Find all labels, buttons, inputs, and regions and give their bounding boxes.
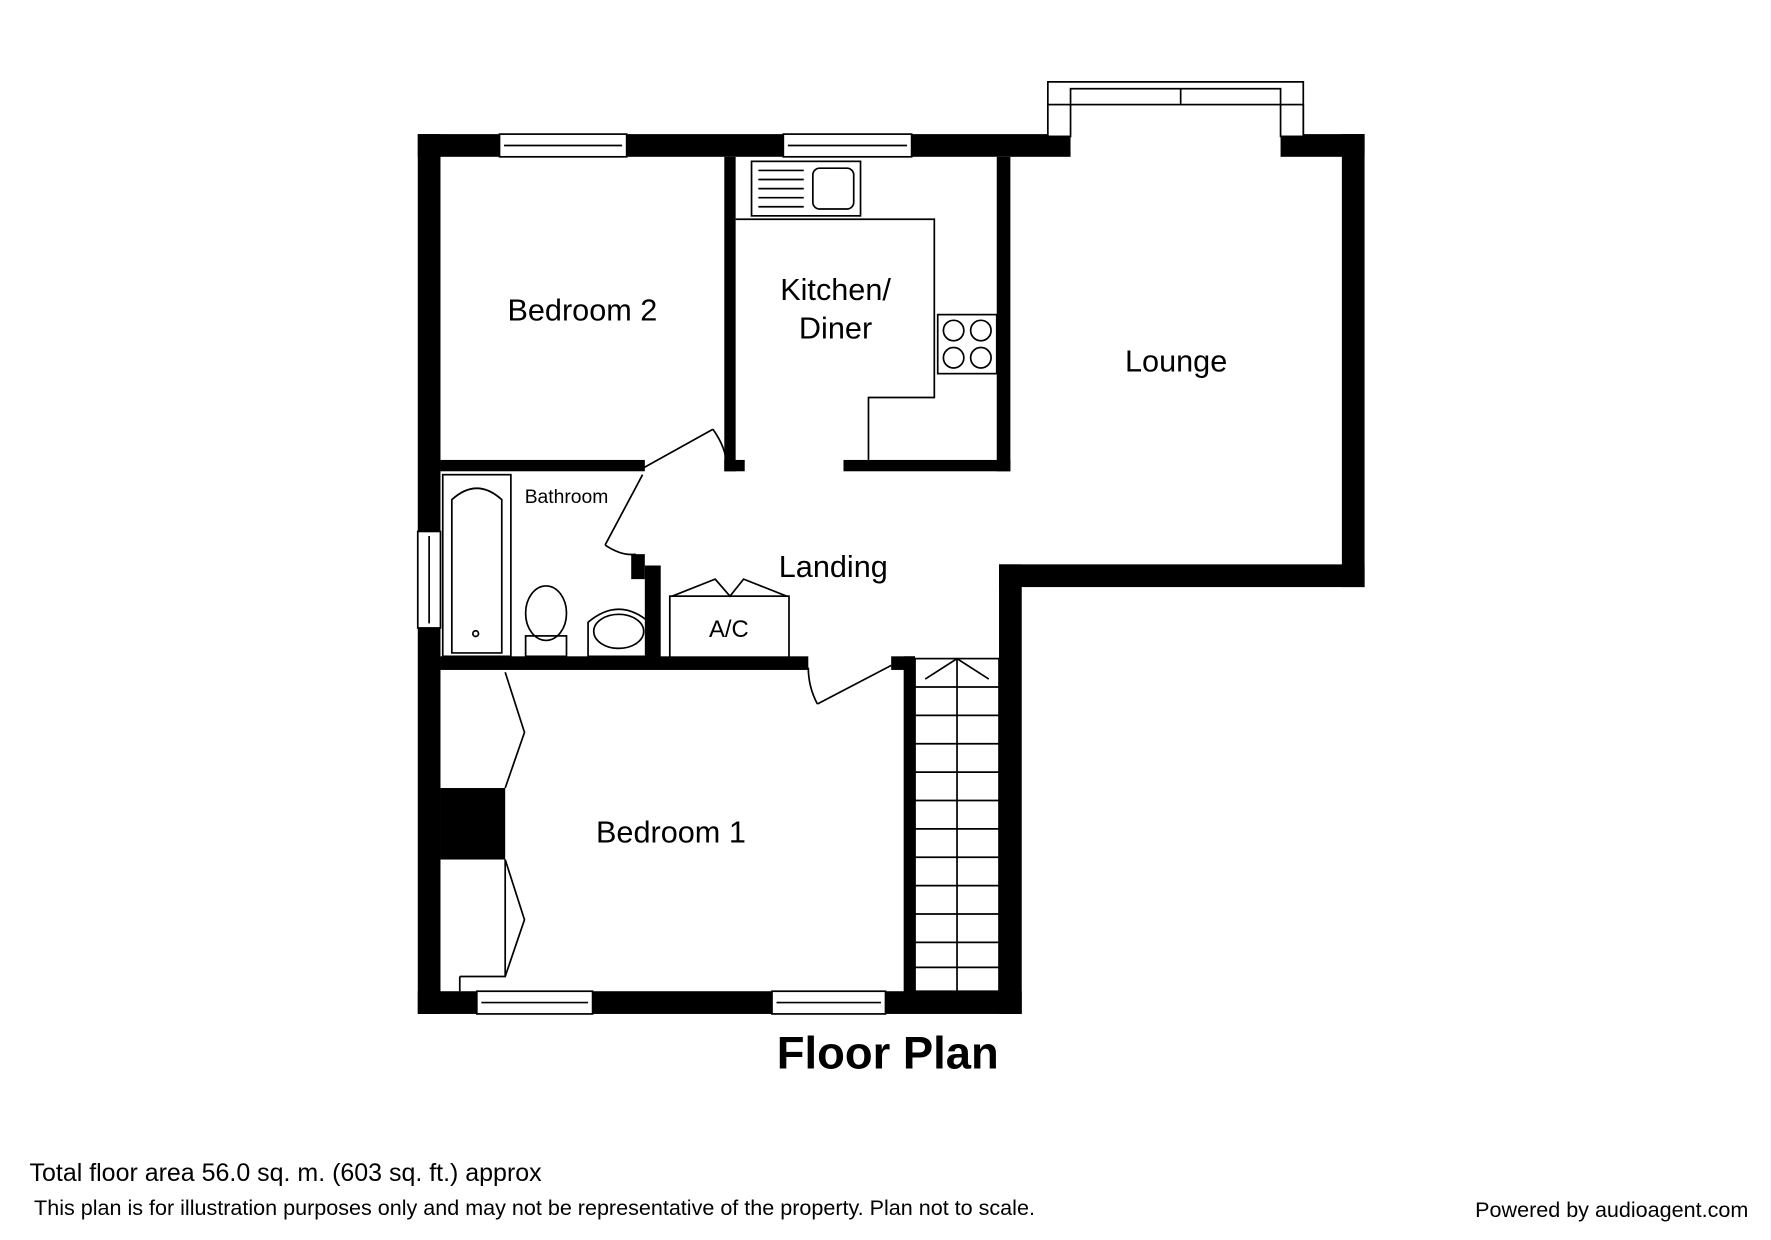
label-ac: A/C [709, 616, 749, 643]
label-lounge: Lounge [1125, 344, 1227, 378]
powered-by: Powered by audioagent.com [1475, 1197, 1748, 1222]
disclaimer: This plan is for illustration purposes o… [34, 1195, 1035, 1220]
label-kitchen-2: Diner [799, 311, 872, 345]
bath-icon [441, 473, 512, 658]
room-labels: Bedroom 2 Kitchen/ Diner Lounge Bathroom… [30, 273, 1749, 1222]
fixtures [441, 160, 998, 992]
basin-icon [587, 608, 651, 658]
label-bathroom: Bathroom [525, 487, 609, 508]
label-kitchen-1: Kitchen/ [780, 273, 891, 307]
windows [416, 81, 1305, 1015]
walls [417, 134, 1365, 1014]
label-bedroom-2: Bedroom 2 [507, 293, 657, 327]
label-bedroom-1: Bedroom 1 [596, 816, 746, 850]
hob-icon [936, 313, 998, 375]
label-landing: Landing [779, 550, 888, 584]
stairs [914, 657, 1000, 993]
total-area: Total floor area 56.0 sq. m. (603 sq. ft… [30, 1159, 543, 1187]
sink-icon [750, 160, 862, 217]
plan-title: Floor Plan [777, 1027, 999, 1078]
toilet-icon [524, 585, 568, 642]
